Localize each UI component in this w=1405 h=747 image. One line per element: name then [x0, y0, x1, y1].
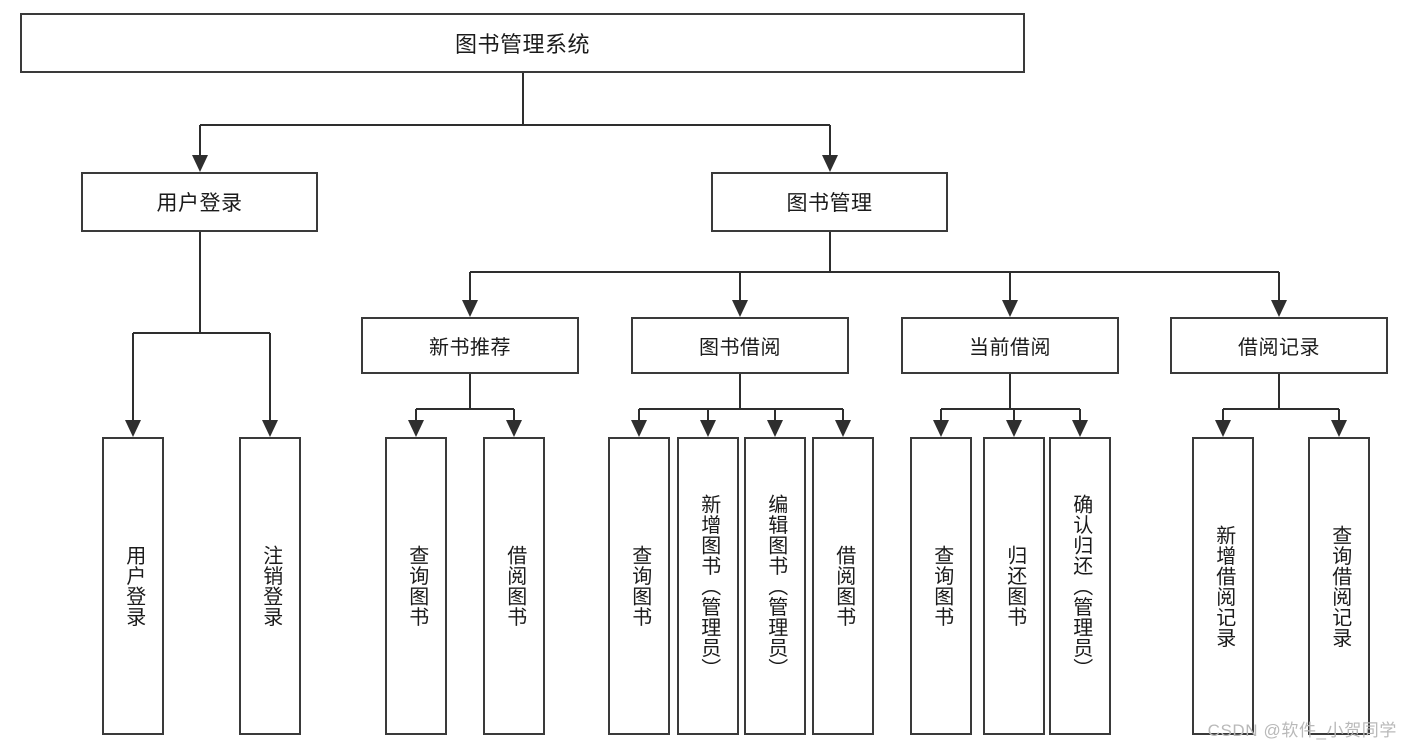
arrowhead-leaf-logout-login: [262, 420, 278, 437]
node-leaf-return-books[interactable]: 归还图书: [983, 437, 1045, 735]
node-leaf-confirm-return-admin[interactable]: 确认归还（管理员）: [1049, 437, 1111, 735]
node-label: 当前借阅: [969, 337, 1051, 359]
node-book-borrow[interactable]: 图书借阅: [631, 317, 849, 374]
arrowhead-l3-3-child-1: [1331, 420, 1347, 437]
arrowhead-book-borrow: [732, 300, 748, 317]
connector-l3-1-bus: [639, 408, 843, 410]
node-leaf-user-login[interactable]: 用户登录: [102, 437, 164, 735]
node-leaf-query-books-current[interactable]: 查询图书: [910, 437, 972, 735]
connector-l3-0-child-1: [513, 409, 515, 420]
node-label: 查询图书: [930, 545, 953, 627]
node-book-management-system[interactable]: 图书管理系统: [20, 13, 1025, 73]
node-leaf-add-borrow-record[interactable]: 新增借阅记录: [1192, 437, 1254, 735]
node-label: 注销登录: [259, 545, 282, 627]
connector-l3-2-stem: [1009, 374, 1011, 409]
node-book-management[interactable]: 图书管理: [711, 172, 948, 232]
arrowhead-borrow-record: [1271, 300, 1287, 317]
connector-l3-3-child-1: [1338, 409, 1340, 420]
node-label: 查询借阅记录: [1328, 524, 1351, 648]
connector-l3-3-child-0: [1222, 409, 1224, 420]
node-leaf-query-books-borrow[interactable]: 查询图书: [608, 437, 670, 735]
node-leaf-edit-book-admin[interactable]: 编辑图书（管理员）: [744, 437, 806, 735]
connector-l3-0-stem: [469, 374, 471, 409]
connector-l3-2-child-0: [940, 409, 942, 420]
arrowhead-l3-1-child-3: [835, 420, 851, 437]
arrowhead-l3-2-child-1: [1006, 420, 1022, 437]
node-current-borrow[interactable]: 当前借阅: [901, 317, 1119, 374]
connector-book-management-stem: [828, 232, 831, 272]
watermark-text: CSDN @软件_小贺同学: [1207, 721, 1397, 740]
connector-l3-0-child-0: [415, 409, 417, 420]
node-label: 借阅图书: [832, 545, 855, 627]
node-label: 借阅图书: [503, 545, 526, 627]
connector-bm-child-3: [1278, 272, 1280, 300]
connector-l3-1-child-3: [842, 409, 844, 420]
node-label: 图书管理系统: [454, 32, 590, 57]
connector-user-login-bus: [133, 332, 270, 334]
node-label: 查询图书: [628, 545, 651, 627]
node-borrow-record[interactable]: 借阅记录: [1170, 317, 1388, 374]
connector-l3-3-stem: [1278, 374, 1280, 409]
node-label: 查询图书: [405, 545, 428, 627]
arrowhead-l3-1-child-2: [767, 420, 783, 437]
connector-l3-1-child-1: [707, 409, 709, 420]
node-label: 图书借阅: [699, 337, 781, 359]
node-label: 新增图书（管理员）: [697, 493, 720, 679]
arrowhead-l3-0-child-0: [408, 420, 424, 437]
connector-bm-child-0: [469, 272, 471, 300]
connector-l3-1-stem: [739, 374, 741, 409]
node-leaf-borrow-books-borrow[interactable]: 借阅图书: [812, 437, 874, 735]
node-label: 用户登录: [122, 545, 145, 627]
connector-user-login-child-1: [269, 333, 271, 420]
connector-bm-child-2: [1009, 272, 1011, 300]
arrowhead-l3-3-child-0: [1215, 420, 1231, 437]
connector-l3-1-child-0: [638, 409, 640, 420]
connector-l3-2-child-2: [1079, 409, 1081, 420]
connector-root-stem: [521, 73, 524, 125]
connector-root-to-user-login: [198, 125, 201, 155]
arrowhead-l3-2-child-2: [1072, 420, 1088, 437]
arrowhead-l3-2-child-0: [933, 420, 949, 437]
connector-user-login-stem: [198, 232, 201, 333]
node-label: 新增借阅记录: [1212, 524, 1235, 648]
connector-bm-child-1: [739, 272, 741, 300]
connector-root-to-book-management: [828, 125, 831, 155]
arrowhead-l3-1-child-1: [700, 420, 716, 437]
node-label: 借阅记录: [1238, 337, 1320, 359]
node-leaf-borrow-books-recommend[interactable]: 借阅图书: [483, 437, 545, 735]
connector-root-bus: [199, 124, 830, 126]
arrowhead-user-login: [191, 155, 208, 172]
connector-user-login-child-0: [132, 333, 134, 420]
arrowhead-l3-1-child-0: [631, 420, 647, 437]
node-label: 编辑图书（管理员）: [764, 493, 787, 679]
connector-l3-2-child-1: [1013, 409, 1015, 420]
arrowhead-book-management: [821, 155, 838, 172]
node-label: 归还图书: [1003, 545, 1026, 627]
arrowhead-l3-0-child-1: [506, 420, 522, 437]
node-leaf-query-borrow-record[interactable]: 查询借阅记录: [1308, 437, 1370, 735]
node-leaf-logout-login[interactable]: 注销登录: [239, 437, 301, 735]
node-user-login[interactable]: 用户登录: [81, 172, 318, 232]
node-new-book-recommend[interactable]: 新书推荐: [361, 317, 579, 374]
arrowhead-new-book-recommend: [462, 300, 478, 317]
connector-l3-3-bus: [1223, 408, 1339, 410]
node-label: 图书管理: [786, 192, 873, 215]
arrowhead-current-borrow: [1002, 300, 1018, 317]
node-label: 确认归还（管理员）: [1069, 493, 1092, 679]
node-leaf-add-book-admin[interactable]: 新增图书（管理员）: [677, 437, 739, 735]
connector-book-management-bus: [470, 271, 1279, 273]
node-label: 新书推荐: [429, 337, 511, 359]
connector-l3-2-bus: [941, 408, 1080, 410]
connector-l3-1-child-2: [774, 409, 776, 420]
arrowhead-leaf-user-login: [125, 420, 141, 437]
connector-l3-0-bus: [416, 408, 514, 410]
node-label: 用户登录: [156, 192, 243, 215]
node-leaf-query-books-recommend[interactable]: 查询图书: [385, 437, 447, 735]
